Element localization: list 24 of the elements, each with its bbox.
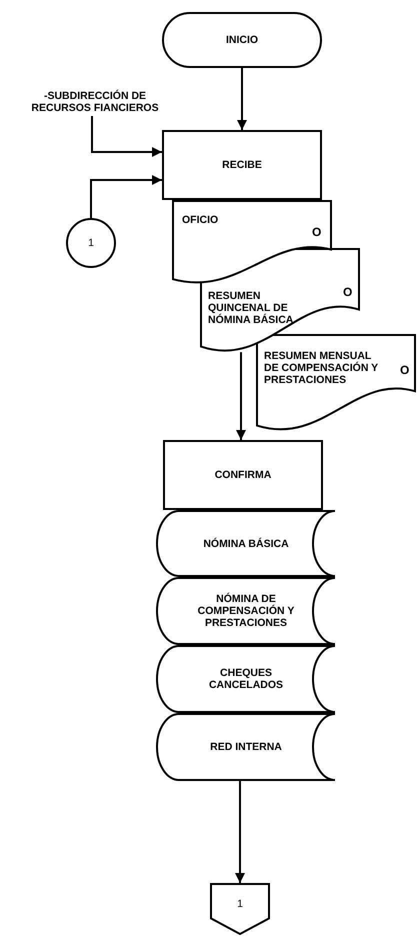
stored-data-label: CHEQUES CANCELADOS	[208, 667, 284, 691]
document-label: RESUMEN MENSUAL DE COMPENSACIÓN Y PRESTACIONES	[264, 350, 379, 386]
stored-data-label: NÓMINA DE COMPENSACIÓN Y PRESTACIONES	[196, 593, 296, 629]
arrow	[237, 68, 247, 130]
connector-number: 1	[236, 898, 244, 910]
process-box	[163, 440, 323, 510]
arrow	[235, 781, 245, 883]
stored-data-label: RED INTERNA	[209, 741, 283, 753]
arrow	[90, 175, 162, 218]
arrow	[91, 116, 162, 157]
process-label: CONFIRMA	[214, 469, 272, 481]
terminator-label: INICIO	[224, 34, 260, 46]
document-label: RESUMEN QUINCENAL DE NÓMINA BÁSICA	[208, 290, 294, 326]
option-mark: O	[400, 364, 410, 376]
connector-circle	[66, 218, 116, 268]
process-label: RECIBE	[221, 159, 263, 171]
process-box	[162, 130, 322, 200]
connector-number: 1	[87, 237, 95, 249]
option-mark: O	[343, 286, 354, 298]
source-label: -SUBDIRECCIÓN DE RECURSOS FIANCIEROS	[30, 90, 160, 114]
option-mark: O	[312, 226, 322, 238]
arrow	[236, 352, 246, 440]
document-label: OFICIO	[182, 214, 220, 226]
stored-data-label: NÓMINA BÁSICA	[202, 538, 290, 550]
